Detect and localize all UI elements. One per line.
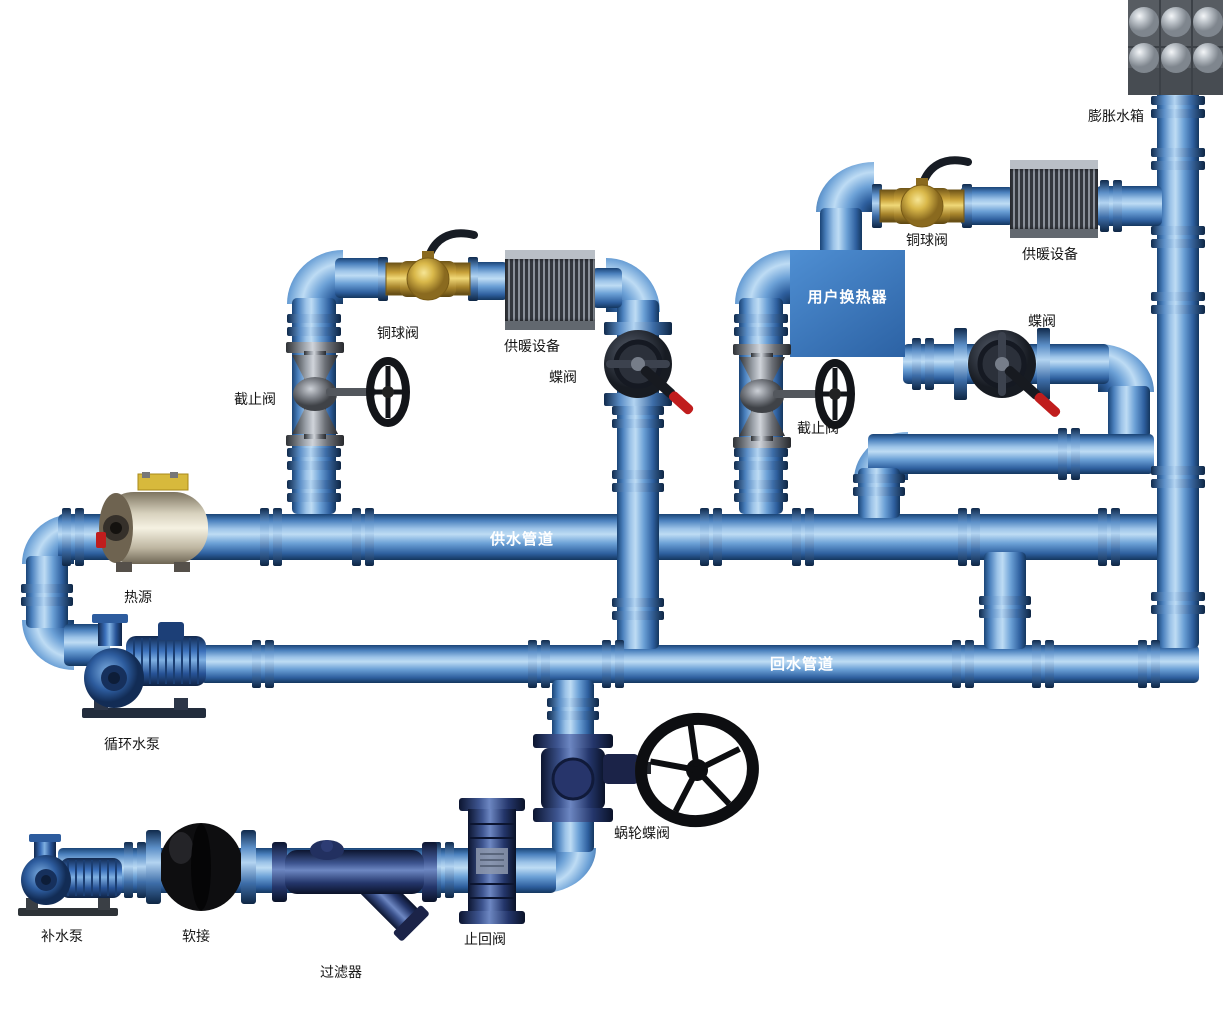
heat-source-label: 热源 — [124, 589, 152, 605]
flange-pair — [612, 470, 664, 492]
flange-pair — [912, 338, 934, 390]
flange-pair — [252, 640, 274, 688]
stop-valve-left-label: 截止阀 — [234, 391, 276, 407]
flange-pair — [62, 508, 84, 566]
worm-gear-butterfly-valve-label: 蜗轮蝶阀 — [614, 825, 670, 841]
flange-pair — [1151, 466, 1205, 488]
ball-valve-mid-graphic — [378, 229, 478, 301]
flange-pair — [952, 640, 974, 688]
ball-valve-mid-label: 铜球阀 — [377, 325, 419, 341]
check-valve-graphic — [459, 798, 525, 924]
flange-pair — [734, 480, 788, 502]
heating-device-upper-label: 供暖设备 — [1022, 246, 1078, 262]
expansion-riser-pipe — [1157, 86, 1199, 648]
strainer-graphic — [272, 840, 437, 941]
heat-source-graphic — [96, 472, 208, 572]
pipe-elbow — [816, 162, 874, 212]
heating-device-upper-graphic — [1010, 160, 1098, 238]
butterfly-valve-upper-graphic — [954, 328, 1061, 417]
right-return-branch-pipe — [868, 434, 1154, 474]
flange-pair — [1138, 640, 1160, 688]
heating-device-mid-label: 供暖设备 — [504, 338, 560, 354]
flange-pair — [1151, 96, 1205, 118]
flange-pair — [734, 314, 788, 336]
flange-pair — [700, 508, 722, 566]
pipe-elbow — [735, 250, 791, 304]
makeup-pump-label: 补水泵 — [41, 928, 83, 944]
flange-pair — [792, 508, 814, 566]
circulating-pump-label: 循环水泵 — [104, 736, 160, 752]
flange-pair — [1151, 592, 1205, 614]
flange-pair — [1100, 180, 1122, 232]
flange-pair — [1098, 508, 1120, 566]
expansion-tank-graphic — [1128, 0, 1223, 95]
flange-pair — [1151, 226, 1205, 248]
flange-pair — [612, 598, 664, 620]
flange-pair — [547, 698, 599, 720]
flange-pair — [1032, 640, 1054, 688]
flange-pair — [1151, 148, 1205, 170]
stop-valve-left-graphic — [286, 342, 410, 446]
flange-pair — [352, 508, 374, 566]
flange-pair — [1151, 292, 1205, 314]
heating-device-mid-graphic — [505, 250, 595, 330]
flexible-joint-label: 软接 — [182, 928, 210, 944]
stop-valve-right-label: 截止阀 — [797, 420, 839, 436]
flange-pair — [734, 448, 788, 470]
stop-valve-right-graphic — [733, 344, 855, 448]
expansion-tank-label: 膨胀水箱 — [1088, 108, 1144, 124]
flange-pair — [602, 640, 624, 688]
right-drop-pipe — [1108, 386, 1150, 438]
butterfly-valve-mid-label: 蝶阀 — [549, 369, 577, 385]
user-heat-exchanger-label: 用户换热器 — [807, 289, 888, 306]
worm-gear-butterfly-valve-graphic — [533, 712, 759, 828]
makeup-pump-graphic — [18, 834, 122, 916]
flange-pair — [21, 584, 73, 606]
flexible-joint-graphic — [146, 823, 256, 911]
flange-pair — [1058, 428, 1080, 480]
flange-pair — [260, 508, 282, 566]
flange-pair — [287, 314, 341, 336]
strainer-label: 过滤器 — [320, 964, 362, 980]
mid-radiator-elbow-pipe — [592, 268, 622, 308]
flange-pair — [979, 596, 1031, 618]
flange-pair — [528, 640, 550, 688]
mid-ballvalve-radiator-pipe — [472, 262, 508, 300]
flange-pair — [853, 474, 905, 496]
supply-pipe-label: 供水管道 — [490, 531, 555, 548]
flange-pair — [287, 448, 341, 470]
flange-pair — [612, 406, 664, 428]
check-valve-label: 止回阀 — [464, 931, 506, 947]
butterfly-valve-mid-graphic — [604, 322, 694, 415]
ball-valve-upper-graphic — [872, 156, 972, 228]
exchanger-top-pipe — [820, 208, 862, 256]
butterfly-valve-upper-label: 蝶阀 — [1028, 313, 1056, 329]
user-heat-exchanger-box: 用户换热器 — [790, 250, 905, 357]
flange-pair — [124, 842, 146, 898]
flange-pair — [958, 508, 980, 566]
return-pipe-label: 回水管道 — [770, 656, 835, 673]
circulating-pump-graphic — [82, 614, 206, 718]
ball-valve-upper-label: 铜球阀 — [906, 232, 948, 248]
flange-pair — [287, 480, 341, 502]
